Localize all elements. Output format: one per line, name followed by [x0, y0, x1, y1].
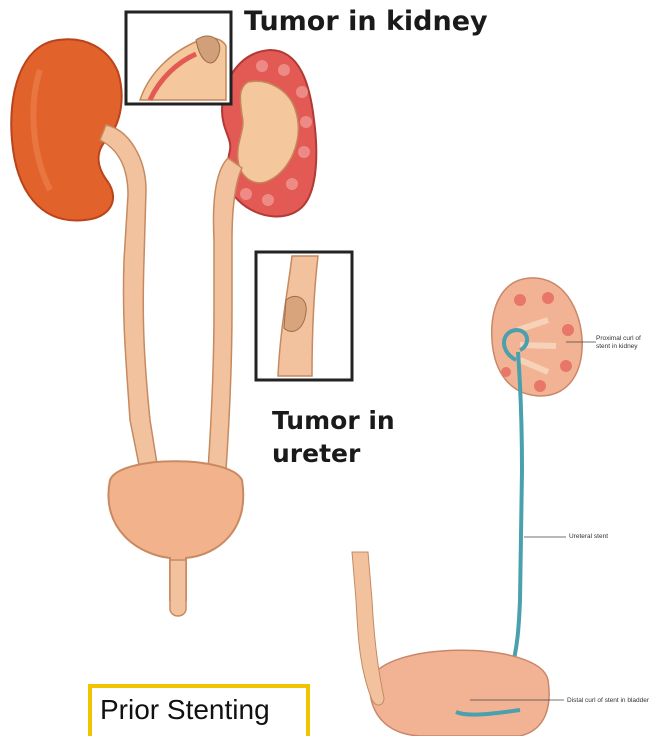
inset-kidney-tumor [126, 12, 231, 104]
inset-ureter-tumor [256, 252, 352, 380]
tumor-in-kidney-label: Tumor in kidney [244, 6, 488, 37]
tumor-in-ureter-line1: Tumor in [272, 404, 422, 437]
stent-bladder [370, 650, 549, 736]
left-ureter [100, 125, 158, 470]
prior-stenting-label: Prior Stenting [100, 694, 270, 726]
tumor-in-ureter-line2: ureter [272, 437, 422, 470]
proximal-curl-label: Proximal curl of stent in kidney [596, 335, 652, 351]
tumor-in-ureter-label: Tumor in ureter [272, 404, 422, 470]
right-ureter [208, 158, 242, 470]
distal-curl-label: Distal curl of stent in bladder [567, 697, 649, 705]
ureteral-stent-label: Ureteral stent [569, 533, 608, 541]
